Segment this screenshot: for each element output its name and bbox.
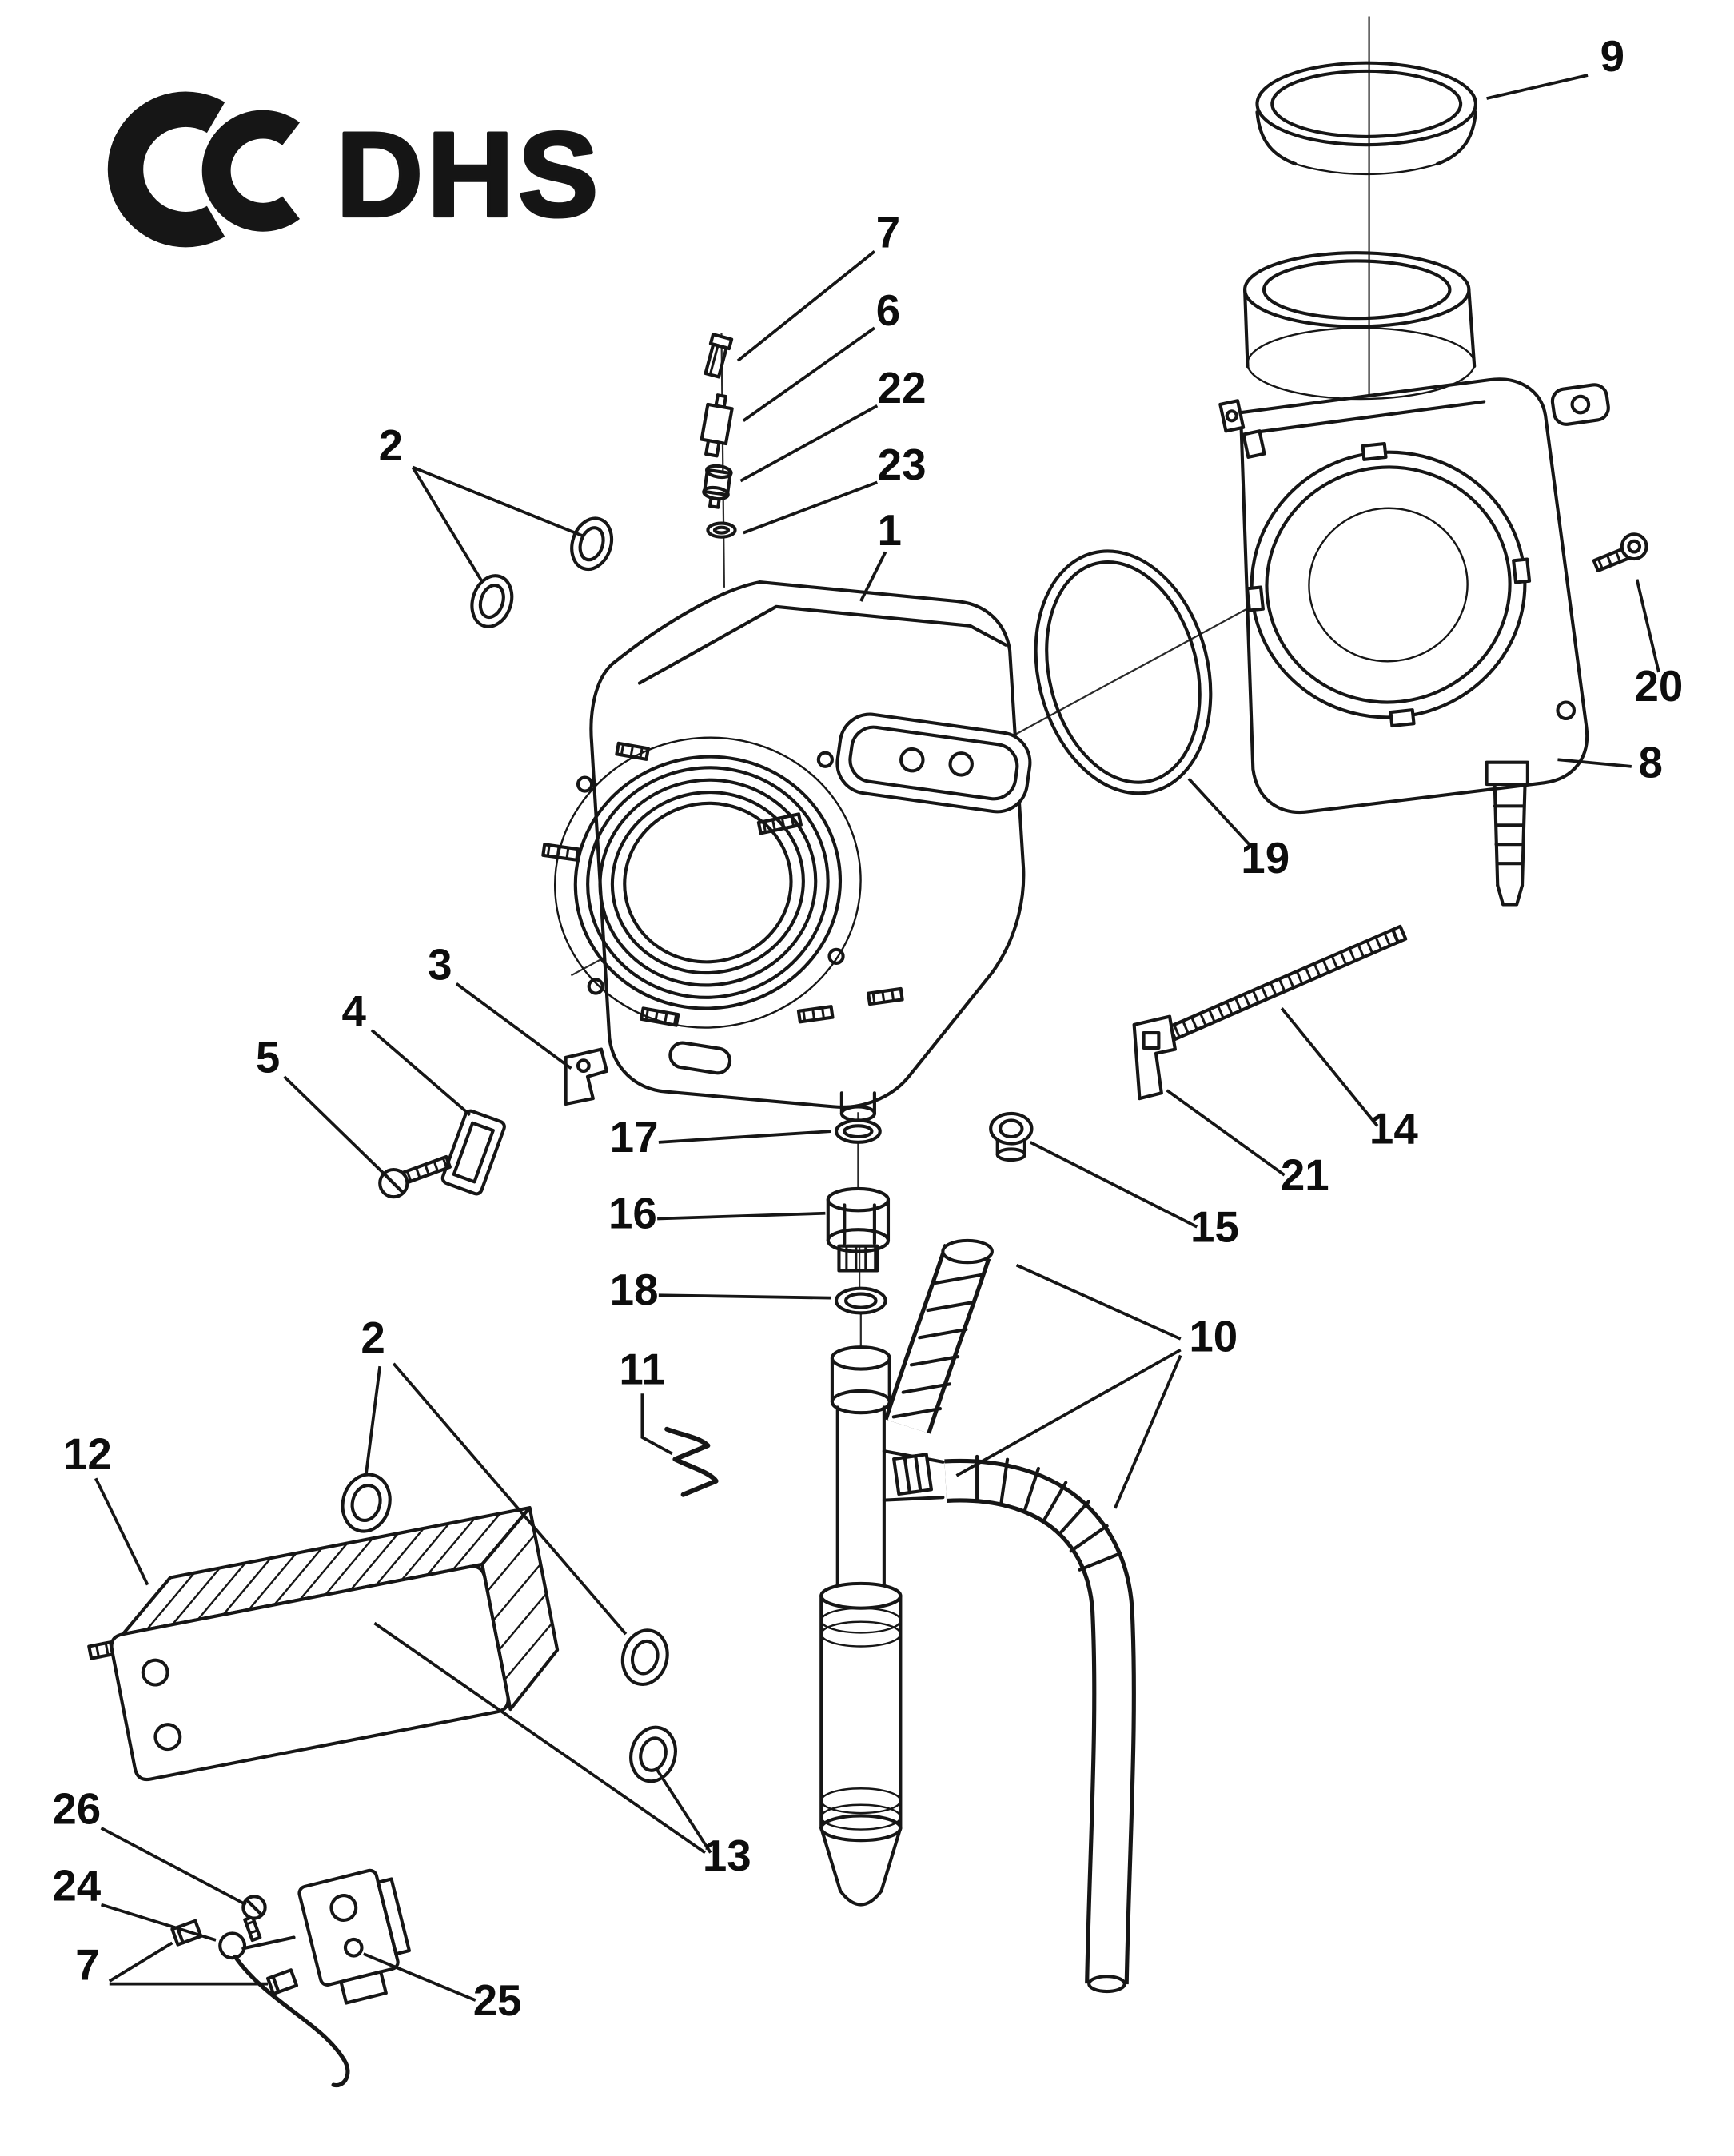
part-label-23: 23: [878, 440, 927, 489]
part-label-6: 6: [876, 285, 900, 335]
injector-part6: [700, 393, 734, 458]
fitting-part16: [826, 1186, 891, 1273]
drain-tube: [1485, 760, 1529, 907]
dhs-logo: DHS: [107, 91, 603, 248]
clamp-ring-part9: [1255, 61, 1477, 176]
part-label-7: 7: [876, 207, 900, 257]
screw-part5: [378, 1154, 452, 1199]
nozzle-part22: [702, 464, 733, 509]
plate-heat-exchanger-part12: [87, 1506, 560, 1782]
part-label-16: 16: [608, 1189, 657, 1238]
part-label-14: 14: [1369, 1104, 1418, 1154]
clip-part3: [564, 1047, 608, 1106]
sample-port-panel: [835, 712, 1032, 814]
part-label-8: 8: [1638, 737, 1662, 787]
part-label-20: 20: [1635, 661, 1684, 711]
part-label-19: 19: [1241, 833, 1290, 883]
pipes-part10: [819, 1238, 1136, 1994]
washer-part23: [706, 521, 737, 539]
bracket-part21: [1132, 1014, 1177, 1101]
part-label-24: 24: [52, 1860, 101, 1910]
screw-part7: [704, 333, 734, 379]
washers-part2-top: [470, 516, 614, 628]
part-label-13: 13: [703, 1831, 751, 1880]
part-label-2: 2: [379, 420, 403, 470]
part-label-21: 21: [1281, 1150, 1329, 1200]
drain-column: [826, 1091, 891, 1315]
trap-pipe: [819, 1345, 945, 1907]
connectors-part7: [170, 1919, 299, 1996]
flue-collar: [1243, 251, 1477, 401]
combustion-housing-part1: [541, 580, 1032, 1109]
part-label-26: 26: [52, 1784, 101, 1834]
sight-glass-part4: [440, 1109, 506, 1196]
part-label-10: 10: [1189, 1311, 1238, 1361]
nut-part15: [989, 1111, 1034, 1162]
part-label-7: 7: [75, 1940, 99, 1990]
part-label-11: 11: [619, 1344, 665, 1393]
dhs-logo-mark-icon: [107, 91, 300, 248]
mounting-plate-part25: [297, 1868, 411, 2005]
gasket-ring-part19: [1034, 549, 1213, 795]
part-label-22: 22: [878, 363, 927, 412]
part-label-4: 4: [342, 986, 367, 1036]
part-label-5: 5: [256, 1033, 280, 1082]
threaded-rod-part14: [1160, 924, 1408, 1045]
logo-text: DHS: [337, 107, 603, 241]
part-label-25: 25: [473, 1975, 522, 2025]
o-ring-part18: [834, 1286, 887, 1315]
electrode-assembly: [170, 1868, 411, 2088]
fan-housing-part8: [1218, 377, 1610, 907]
clip-part11: [664, 1426, 719, 1497]
injector-parts: [700, 333, 737, 539]
part-label-15: 15: [1190, 1202, 1239, 1252]
part-label-2: 2: [361, 1313, 385, 1362]
part-label-17: 17: [610, 1112, 659, 1162]
part-label-18: 18: [610, 1265, 659, 1314]
part-label-12: 12: [63, 1429, 112, 1478]
leader-lines: [94, 74, 1660, 2002]
part-label-9: 9: [1600, 31, 1624, 81]
o-ring-part17: [834, 1118, 882, 1144]
screw-part20: [1592, 532, 1648, 572]
part-label-3: 3: [428, 939, 452, 989]
screw-part26: [241, 1895, 267, 1943]
part-label-1: 1: [877, 505, 901, 555]
